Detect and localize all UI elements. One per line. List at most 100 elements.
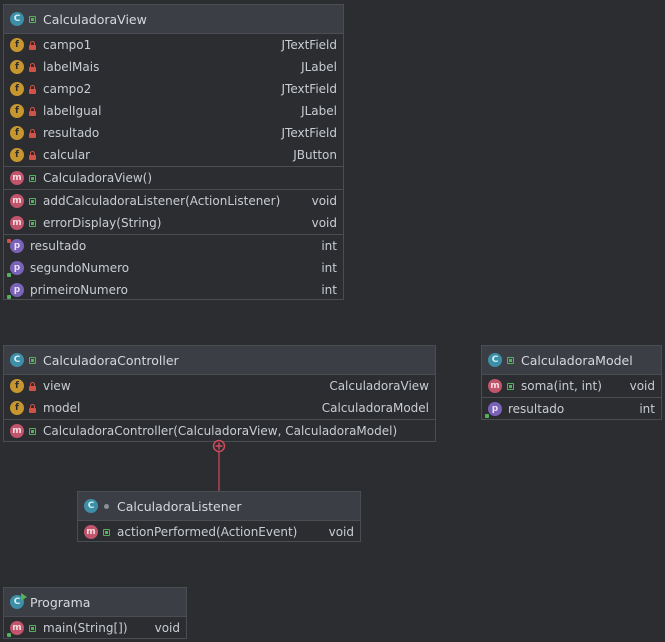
method-icon: m [10,171,24,185]
class-box-programa[interactable]: C Programa m main(String[]) void [3,587,187,639]
method-icon: m [84,525,98,539]
field-name: calcular [43,148,91,162]
property-row[interactable]: p primeiroNumero int [4,279,343,301]
field-name: model [43,401,81,415]
public-visibility-icon [28,624,37,633]
property-name: resultado [508,402,565,416]
class-name: Programa [30,594,91,610]
public-visibility-icon [28,15,37,24]
method-icon: m [10,216,24,230]
field-name: campo1 [43,38,92,52]
class-header[interactable]: C Programa [4,588,186,617]
method-row[interactable]: m actionPerformed(ActionEvent) void [78,521,360,543]
field-type: JButton [293,148,337,162]
field-icon: f [10,148,24,162]
public-visibility-icon [506,382,515,391]
method-icon: m [10,424,24,438]
class-header[interactable]: C CalculadoraListener [78,492,360,521]
public-visibility-icon [28,219,37,228]
field-icon: f [10,60,24,74]
public-visibility-icon [28,174,37,183]
method-return-type: void [154,621,180,635]
class-box-calculadora-model[interactable]: C CalculadoraModel m soma(int, int) void p… [481,345,662,420]
field-row[interactable]: f campo2 JTextField [4,78,343,100]
package-visibility-icon [102,502,111,511]
field-row[interactable]: f model CalculadoraModel [4,397,435,419]
method-return-type: void [629,379,655,393]
private-lock-icon [28,150,37,160]
private-lock-icon [28,403,37,413]
class-box-calculadora-listener[interactable]: C CalculadoraListener m actionPerformed(A… [77,491,361,542]
public-visibility-icon [28,197,37,206]
class-icon: C [10,12,24,26]
field-type: JLabel [301,104,337,118]
method-name: soma(int, int) [521,379,602,393]
field-row[interactable]: f labelMais JLabel [4,56,343,78]
runnable-class-icon: C [10,593,27,609]
property-icon: p [7,283,24,299]
field-icon: f [10,401,24,415]
class-name: CalculadoraView [43,11,147,27]
public-visibility-icon [28,427,37,436]
method-row[interactable]: m main(String[]) void [4,617,186,639]
field-name: campo2 [43,82,92,96]
field-type: JTextField [281,126,337,140]
property-row[interactable]: p resultado int [482,397,661,420]
constructor-row[interactable]: m CalculadoraController(CalculadoraView, … [4,419,435,442]
class-icon: C [488,353,502,367]
field-row[interactable]: f labelIgual JLabel [4,100,343,122]
class-header[interactable]: C CalculadoraModel [482,346,661,375]
field-icon: f [10,104,24,118]
property-icon: p [485,402,502,418]
public-visibility-icon [102,528,111,537]
field-name: labelIgual [43,104,102,118]
method-return-type: void [328,525,354,539]
public-visibility-icon [506,356,515,365]
field-type: CalculadoraModel [321,401,429,415]
method-name: addCalculadoraListener(ActionListener) [43,194,281,208]
method-icon: m [7,621,24,637]
private-lock-icon [28,106,37,116]
method-name: main(String[]) [43,621,128,635]
private-lock-icon [28,40,37,50]
method-name: actionPerformed(ActionEvent) [117,525,298,539]
private-lock-icon [28,381,37,391]
property-type: int [639,402,655,416]
property-name: segundoNumero [30,261,130,275]
field-icon: f [10,38,24,52]
private-lock-icon [28,128,37,138]
field-icon: f [10,82,24,96]
constructor-name: CalculadoraController(CalculadoraView, C… [43,424,398,438]
private-lock-icon [28,84,37,94]
field-type: JLabel [301,60,337,74]
property-icon: p [7,261,24,277]
field-name: resultado [43,126,100,140]
method-icon: m [488,379,502,393]
field-row[interactable]: f calcular JButton [4,144,343,166]
class-header[interactable]: C CalculadoraController [4,346,435,375]
field-icon: f [10,379,24,393]
method-name: errorDisplay(String) [43,216,162,230]
method-row[interactable]: m soma(int, int) void [482,375,661,397]
property-type: int [321,283,337,297]
private-lock-icon [28,62,37,72]
field-type: JTextField [281,82,337,96]
class-header[interactable]: C CalculadoraView [4,5,343,34]
field-type: CalculadoraView [329,379,429,393]
class-name: CalculadoraController [43,352,179,368]
field-name: labelMais [43,60,100,74]
property-name: resultado [30,239,87,253]
class-name: CalculadoraListener [117,498,242,514]
property-name: primeiroNumero [30,283,128,297]
